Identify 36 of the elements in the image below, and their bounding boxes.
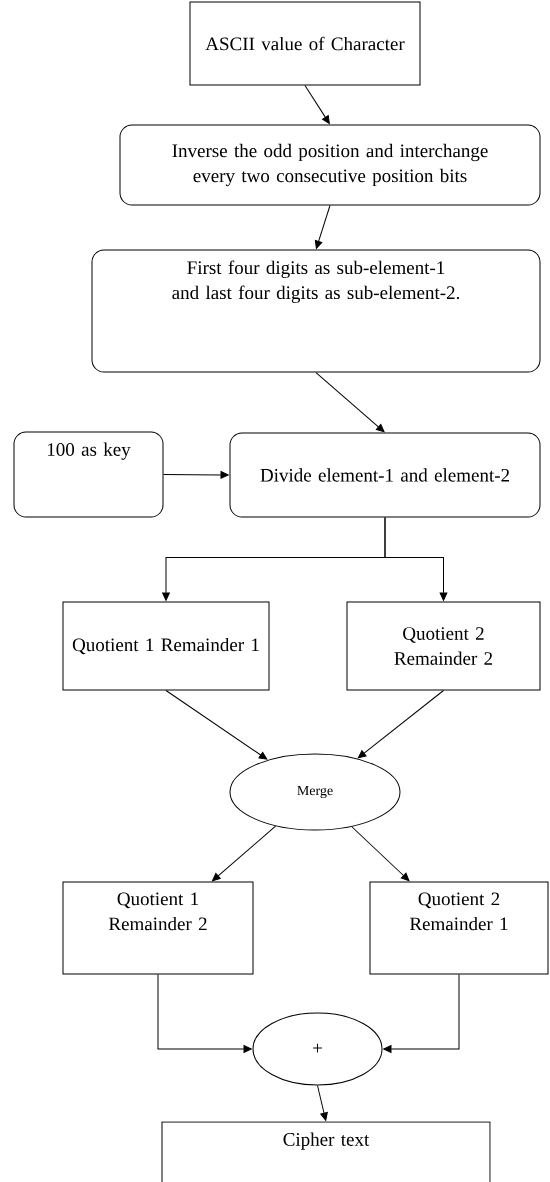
ellipse-node (229, 753, 401, 831)
arrow (383, 974, 460, 1053)
arrow (163, 471, 229, 479)
node-text: Quotient 1 Remainder 1 (72, 637, 259, 655)
arrow (384, 517, 448, 601)
node-text: Quotient 1 Remainder 2 (108, 892, 207, 931)
process-box (62, 601, 270, 691)
arrow (157, 974, 252, 1053)
process-box (346, 601, 541, 691)
arrow (315, 372, 385, 433)
node-text: Cipher text (283, 1132, 370, 1150)
rounded-box (91, 249, 541, 373)
arrow (317, 1085, 328, 1121)
arrow (165, 690, 268, 760)
node-text: 100 as key (47, 442, 131, 460)
process-box (369, 881, 549, 975)
arrow (212, 825, 277, 882)
node-text: Quotient 2 Remainder 1 (409, 892, 508, 931)
process-box (62, 881, 254, 975)
arrow (351, 826, 410, 882)
node-text: ASCII value of Character (205, 36, 405, 51)
node-text: Divide element-1 and element-2 (260, 468, 509, 482)
rounded-box (119, 124, 541, 206)
rounded-box (229, 432, 541, 518)
node-text: Merge (297, 785, 333, 799)
process-box (161, 1121, 491, 1182)
ellipse-node (252, 1012, 383, 1086)
node-text: Inverse the odd position and interchange every two consecutive position bits (172, 143, 488, 187)
node-text: Quotient 2 Remainder 2 (394, 627, 493, 665)
process-box (189, 1, 421, 86)
rounded-box (13, 431, 164, 518)
node-text: + (313, 1043, 322, 1053)
arrow (304, 85, 330, 124)
arrow (357, 690, 444, 759)
node-text: First four digits as sub-element-1 and last four digits as sub-element-2. (172, 260, 460, 303)
arrow (314, 205, 331, 249)
